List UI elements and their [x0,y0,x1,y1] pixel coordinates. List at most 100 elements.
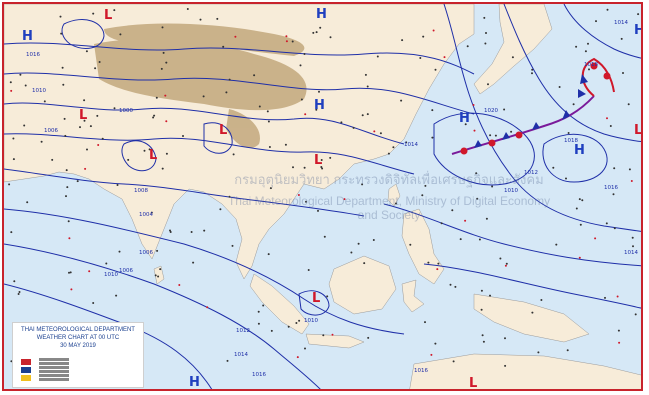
station-dot [604,296,606,299]
station-dot [307,269,310,271]
station-dot [268,146,271,148]
station-dot [366,113,369,116]
station-dot [319,26,322,29]
station-dot [161,167,164,170]
station-dot [24,84,27,87]
station-dot [162,51,165,54]
station-dot [395,202,397,205]
station-dot [10,360,13,363]
station-dot [588,68,590,71]
philippines [401,208,445,285]
station-dot [558,86,561,88]
station-dot [160,67,163,70]
isobar-value-label: 1012 [236,328,250,334]
station-dot [620,37,623,40]
station-dot [350,251,353,254]
station-dot [531,68,534,71]
station-dot [434,68,437,71]
station-dot [234,35,237,38]
station-dot [231,244,234,247]
station-dot [182,135,184,137]
station-dot [19,73,22,76]
station-dot [157,275,160,278]
low-pressure-label: L [312,291,320,306]
isobar-value-label: 1004 [139,212,153,218]
new-guinea [473,293,590,343]
station-dot [154,274,157,277]
station-dot [331,333,334,336]
station-dot [23,124,26,127]
sulawesi [401,279,425,313]
station-dot [12,158,15,161]
station-dot [483,16,486,19]
station-dot [480,289,483,292]
high-pressure-label: H [459,111,470,126]
station-dot [92,12,95,15]
station-dot [116,184,119,186]
isobar-value-label: 1014 [404,142,418,148]
low-pressure-label: L [79,108,87,123]
station-dot [303,53,306,55]
station-dot [186,8,189,10]
station-dot [169,229,171,232]
station-dot [352,126,355,129]
station-dot [318,90,320,93]
sri-lanka [153,265,165,285]
station-dot [113,107,116,110]
station-dot [291,40,294,43]
station-dot [101,137,104,140]
station-dot [357,242,360,245]
station-dot [79,126,81,129]
station-dot [472,104,475,106]
station-dot [165,61,168,64]
station-dot [392,146,395,149]
station-dot [595,20,597,23]
station-dot [161,26,164,29]
station-dot [292,166,294,169]
station-dot [537,351,540,354]
isobar-value-label: 1020 [484,108,498,114]
station-dot [491,185,494,188]
station-dot [156,249,159,252]
station-dot [43,100,46,103]
station-dot [424,184,427,187]
station-dot [612,193,615,196]
high-pressure-label: H [634,23,643,38]
isobar-value-label: 1016 [26,52,40,58]
station-dot [267,253,270,256]
station-dot [424,321,426,324]
station-dot [219,208,222,211]
station-dot [64,134,67,137]
station-dot [320,159,323,161]
station-dot [326,295,329,298]
station-dot [431,109,434,112]
station-dot [422,35,425,38]
station-dot [622,72,624,74]
station-dot [10,89,13,92]
low-pressure-label: L [634,123,642,138]
station-dot [627,103,630,106]
station-dot [464,219,467,222]
station-dot [323,235,326,238]
station-dot [565,177,567,180]
station-dot [216,17,219,20]
station-dot [159,268,162,271]
isobar-labels: 1016101010001006100810041006101010121014… [26,20,638,378]
station-dot [62,83,65,86]
station-dot [329,36,332,39]
station-dot [12,137,15,140]
station-dot [372,239,375,241]
station-dot [115,294,118,297]
station-dot [70,288,73,291]
station-dot [127,158,130,161]
isobar-value-label: 1014 [614,20,628,26]
station-dot [322,334,325,337]
station-dot [379,132,382,135]
station-dot [481,334,484,337]
station-dot [473,129,476,132]
isobar-value-label: 1010 [104,272,118,278]
station-dot [594,237,597,240]
station-dot [226,359,229,362]
station-dot [616,295,619,298]
